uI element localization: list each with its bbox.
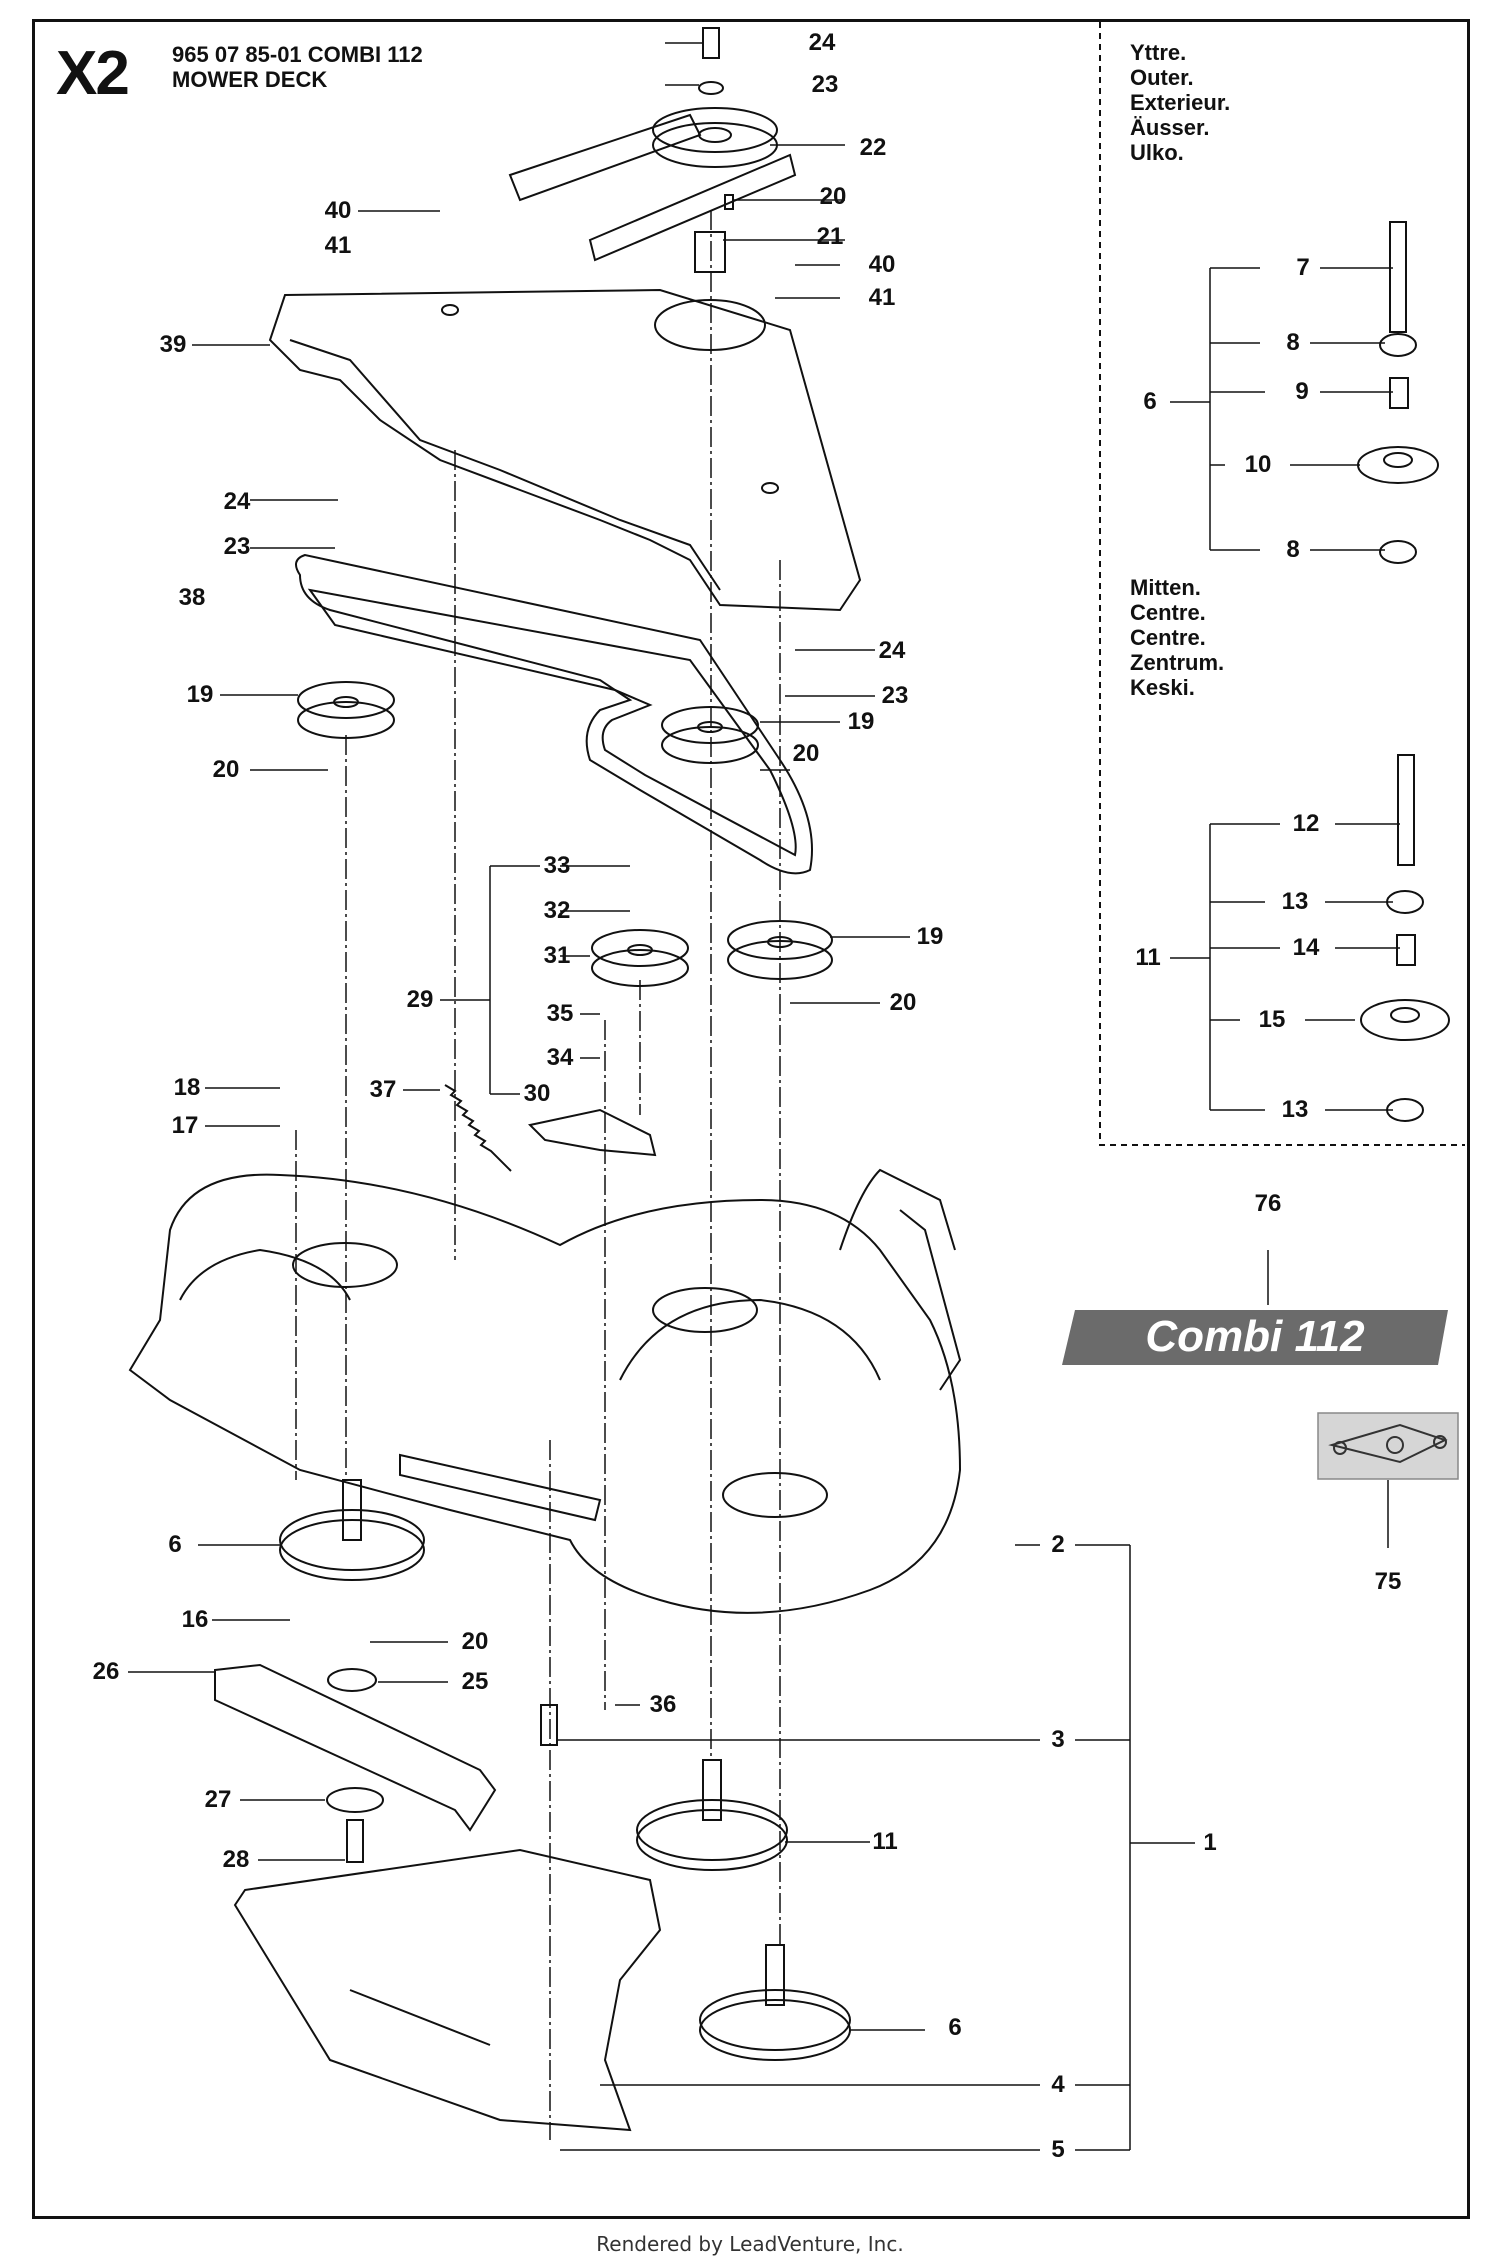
blade-hub: [327, 1668, 377, 1692]
callout-41[interactable]: 41: [868, 284, 896, 311]
callout-40[interactable]: 40: [868, 251, 896, 278]
callout-6[interactable]: 6: [1143, 388, 1157, 415]
callout-20[interactable]: 20: [819, 183, 847, 210]
callout-9[interactable]: 9: [1295, 378, 1309, 405]
callout-20[interactable]: 20: [212, 756, 240, 783]
callout-27[interactable]: 27: [204, 1786, 232, 1813]
callout-3[interactable]: 3: [1051, 1726, 1065, 1753]
callout-75[interactable]: 75: [1374, 1568, 1402, 1595]
legend-centre: Mitten. Centre. Centre. Zentrum. Keski.: [1130, 575, 1224, 700]
idler-pulley-centre: [661, 706, 759, 764]
spindle-centre: [636, 1759, 788, 1871]
legend-centre-label: Keski.: [1130, 675, 1195, 700]
callout-13[interactable]: 13: [1281, 888, 1309, 915]
callout-6[interactable]: 6: [168, 1531, 182, 1558]
callout-24[interactable]: 24: [223, 488, 251, 515]
callout-16[interactable]: 16: [181, 1606, 209, 1633]
callout-20[interactable]: 20: [461, 1628, 489, 1655]
footer-credit: Rendered by LeadVenture, Inc.: [596, 2232, 904, 2256]
legend-outer-label: Yttre.: [1130, 40, 1187, 65]
outer-centre-legend-box: [1099, 22, 1465, 1146]
callout-4[interactable]: 4: [1051, 2071, 1065, 2098]
callout-32[interactable]: 32: [543, 897, 571, 924]
belt-cover: [268, 288, 862, 612]
part-number-line: 965 07 85-01 COMBI 112: [172, 42, 423, 67]
callout-28[interactable]: 28: [222, 1846, 250, 1873]
page-code: X2: [56, 39, 130, 108]
blade-bolt: [346, 1819, 364, 1863]
callout-8[interactable]: 8: [1286, 536, 1300, 563]
spindle-left: [279, 1479, 425, 1581]
callout-21[interactable]: 21: [816, 223, 844, 250]
top-spacer: [694, 231, 726, 273]
callout-19[interactable]: 19: [186, 681, 214, 708]
legend-centre-label: Centre.: [1130, 625, 1206, 650]
callout-20[interactable]: 20: [792, 740, 820, 767]
top-key: [724, 194, 734, 210]
callout-34[interactable]: 34: [546, 1044, 574, 1071]
legend-outer-label: Äusser.: [1130, 115, 1210, 140]
callout-19[interactable]: 19: [916, 923, 944, 950]
callout-17[interactable]: 17: [171, 1112, 199, 1139]
callout-33[interactable]: 33: [543, 852, 571, 879]
callout-12[interactable]: 12: [1292, 810, 1320, 837]
drive-belt: [295, 553, 813, 875]
callout-24[interactable]: 24: [878, 637, 906, 664]
legend-centre-label: Mitten.: [1130, 575, 1201, 600]
tension-arm: [527, 1108, 657, 1157]
callout-37[interactable]: 37: [369, 1076, 397, 1103]
callout-6[interactable]: 6: [948, 2014, 962, 2041]
callout-11[interactable]: 11: [872, 1828, 898, 1855]
callout-35[interactable]: 35: [546, 1000, 574, 1027]
callout-38[interactable]: 38: [178, 584, 206, 611]
callout-36[interactable]: 36: [649, 1691, 677, 1718]
callout-23[interactable]: 23: [223, 533, 251, 560]
callout-10[interactable]: 10: [1244, 451, 1272, 478]
callout-40[interactable]: 40: [324, 197, 352, 224]
callout-20[interactable]: 20: [889, 989, 917, 1016]
callout-11[interactable]: 11: [1135, 944, 1161, 971]
top-washer: [698, 81, 724, 95]
callout-22[interactable]: 22: [859, 134, 887, 161]
callout-76[interactable]: 76: [1254, 1190, 1282, 1217]
callout-18[interactable]: 18: [173, 1074, 201, 1101]
callout-23[interactable]: 23: [881, 682, 909, 709]
mower-deck-shell: [128, 1173, 962, 1614]
callout-1[interactable]: 1: [1203, 1829, 1217, 1856]
callout-14[interactable]: 14: [1292, 934, 1320, 961]
callout-39[interactable]: 39: [159, 331, 187, 358]
callout-23[interactable]: 23: [811, 71, 839, 98]
callout-5[interactable]: 5: [1051, 2136, 1065, 2163]
legend-outer-label: Ulko.: [1130, 140, 1184, 165]
legend-centre-label: Centre.: [1130, 600, 1206, 625]
legend-outer-label: Outer.: [1130, 65, 1194, 90]
callout-26[interactable]: 26: [92, 1658, 120, 1685]
callout-2[interactable]: 2: [1051, 1531, 1065, 1558]
washer-small: [540, 1704, 558, 1746]
section-title: MOWER DECK: [172, 67, 328, 92]
badge-text: Combi 112: [1145, 1312, 1365, 1361]
cutting-blade: [214, 1663, 497, 1832]
callout-8[interactable]: 8: [1286, 329, 1300, 356]
callout-31[interactable]: 31: [543, 942, 571, 969]
blade-washer: [326, 1787, 384, 1813]
callout-24[interactable]: 24: [808, 29, 836, 56]
callout-29[interactable]: 29: [406, 986, 434, 1013]
callout-19[interactable]: 19: [847, 708, 875, 735]
callout-7[interactable]: 7: [1296, 254, 1310, 281]
legend-outer-label: Exterieur.: [1130, 90, 1231, 115]
page-border: [32, 19, 1470, 2219]
callout-41[interactable]: 41: [324, 232, 352, 259]
callout-30[interactable]: 30: [523, 1080, 551, 1107]
belt-segment-top-b: [588, 153, 797, 262]
callout-25[interactable]: 25: [461, 1668, 489, 1695]
legend-centre-label: Zentrum.: [1130, 650, 1225, 675]
legend-outer: Yttre. Outer. Exterieur. Äusser. Ulko.: [1130, 40, 1230, 165]
deflector-shield: [233, 1848, 662, 2132]
combi-112-decal: Combi 112: [1062, 1310, 1448, 1365]
callout-15[interactable]: 15: [1258, 1006, 1286, 1033]
callout-13[interactable]: 13: [1281, 1096, 1309, 1123]
belt-routing-decal: [1317, 1412, 1459, 1480]
